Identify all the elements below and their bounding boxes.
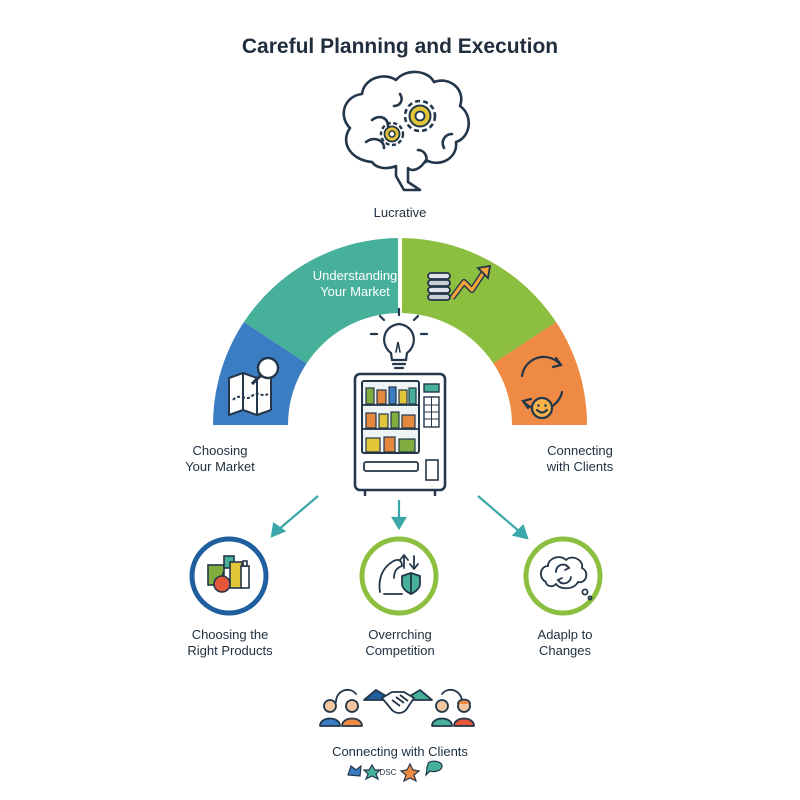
vending-machine-icon — [353, 372, 447, 496]
circle-changes — [523, 536, 603, 616]
thought-cycle-icon — [540, 556, 593, 601]
lightbulb-icon — [369, 307, 429, 370]
arc-segment-2 — [243, 238, 398, 364]
cycle-smile-icon — [520, 355, 564, 420]
bird-icon — [347, 764, 362, 777]
circle-3-label: Adaplp to Changes — [537, 627, 593, 658]
arc-segment-2-label: Understanding Your Market — [312, 268, 398, 299]
bottom-label: Connecting with Clients — [332, 744, 468, 759]
arc-segment-4 — [493, 322, 587, 425]
map-search-icon — [228, 356, 280, 416]
side-label-right: Connecting with Clients — [546, 443, 614, 474]
connector-arrows — [270, 495, 529, 540]
strength-shield-icon — [378, 554, 421, 595]
circle-competition — [359, 536, 439, 616]
coins-growth-icon — [427, 264, 492, 301]
circle-products — [189, 536, 269, 616]
arc-segment-3 — [402, 238, 557, 364]
people-handshake-icon — [319, 688, 475, 727]
gear-icon-small — [379, 121, 405, 147]
star-icon — [362, 763, 382, 781]
top-label: Lucrative — [373, 205, 427, 220]
gear-icon-large — [403, 99, 437, 133]
circle-2-label: Overrching Competition — [365, 627, 435, 658]
star-icon — [399, 762, 421, 783]
brain-gears-icon — [342, 70, 470, 192]
products-icon — [207, 555, 250, 593]
footer-icons: DSC — [347, 760, 443, 783]
side-label-left: Choosing Your Market — [185, 443, 255, 474]
footer-glyph-text: DSC — [380, 768, 397, 777]
page-title: Careful Planning and Execution — [241, 35, 559, 58]
circle-1-label: Choosing the Right Products — [187, 627, 273, 658]
chat-bubble-icon — [425, 760, 443, 777]
